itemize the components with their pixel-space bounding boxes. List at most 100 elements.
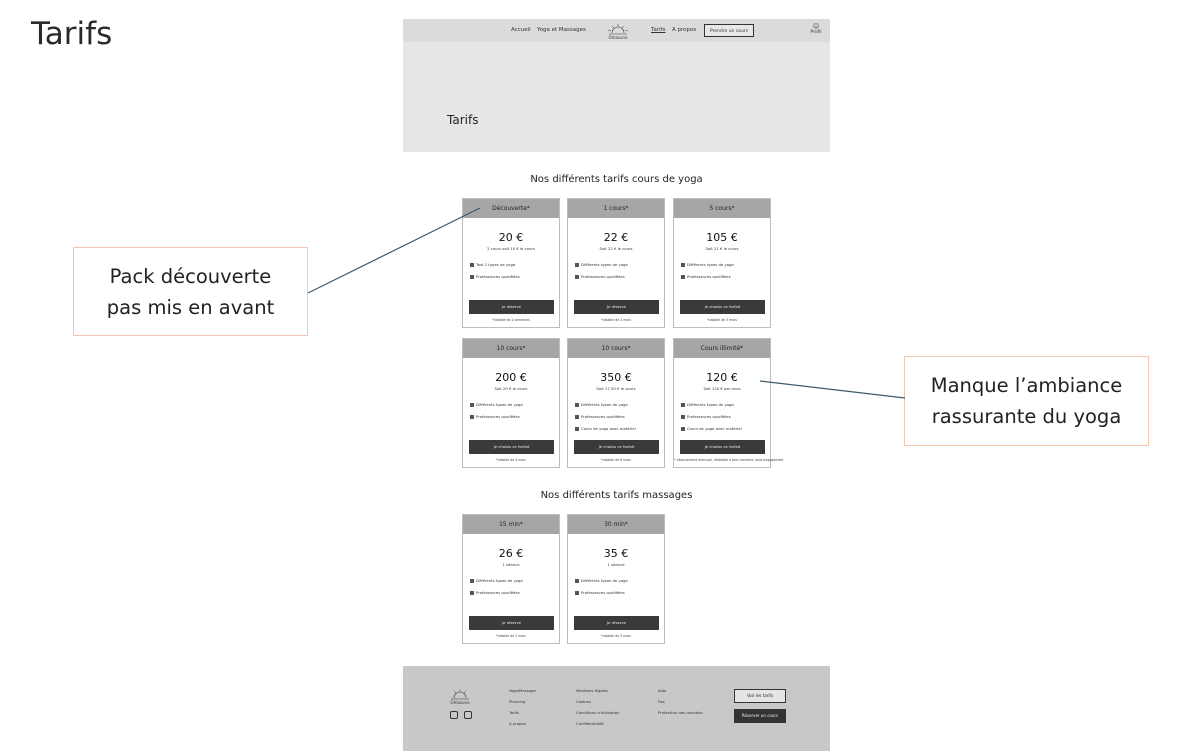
prendre-cours-button[interactable]: Prendre un cours <box>704 24 754 37</box>
card-note: *valable de 3 mois <box>601 634 631 638</box>
card-price-detail: 1 séance <box>502 562 520 567</box>
card-feature: Différents types de yoga <box>681 262 734 267</box>
yoga-section-title: Nos différents tarifs cours de yoga <box>530 174 703 185</box>
nav-link-tarifs[interactable]: Tarifs <box>651 27 666 33</box>
footer-link[interactable]: Confidentialité <box>576 721 604 726</box>
card-feature-label: Professeures qualifiées <box>476 414 520 419</box>
card-cta-button[interactable]: Je choisis ce forfait <box>574 440 659 454</box>
card-feature-label: Professeures qualifiées <box>581 590 625 595</box>
bullet-square-icon <box>681 427 685 431</box>
callout-line: Pack découverte <box>109 264 272 288</box>
card-feature: Professeures qualifiées <box>575 414 625 419</box>
footer-link[interactable]: Faq <box>658 699 665 704</box>
callout-ambiance: Manque l’ambiance rassurante du yoga <box>904 356 1149 446</box>
card-feature: Professeures qualifiées <box>681 414 731 419</box>
card-cta-button[interactable]: Je réserve <box>574 300 659 314</box>
bullet-square-icon <box>470 263 474 267</box>
card-price-detail: Soit 17,50 € le cours <box>596 386 636 391</box>
card-price: 120 € <box>706 371 738 384</box>
bullet-square-icon <box>575 427 579 431</box>
footer: Omasuno Yoga/Massage Planning Tarifs A p… <box>403 666 830 751</box>
card-price-detail: Soit 21 € le cours <box>705 246 739 251</box>
bullet-square-icon <box>575 263 579 267</box>
footer-logo[interactable]: Omasuno <box>447 688 473 706</box>
card-feature-label: Professeures qualifiées <box>687 274 731 279</box>
bullet-square-icon <box>470 403 474 407</box>
card-header: 15 min* <box>463 515 559 534</box>
card-price: 26 € <box>498 547 524 560</box>
card-note: *valable de 2 semaines <box>492 318 530 322</box>
logo-text: Omasuno <box>608 35 628 40</box>
bullet-square-icon <box>470 415 474 419</box>
callout-line: Manque l’ambiance <box>930 374 1123 397</box>
footer-link[interactable]: Conditions d'utilisation <box>576 710 620 715</box>
card-cta-button[interactable]: Je réserve <box>469 300 554 314</box>
card-feature: Différents types de yoga <box>681 402 734 407</box>
footer-link[interactable]: Aide <box>658 688 667 693</box>
footer-link[interactable]: Planning <box>509 699 526 704</box>
card-cta-button[interactable]: Je réserve <box>469 616 554 630</box>
card-feature-label: Professeures qualifiées <box>581 414 625 419</box>
footer-link[interactable]: Tarifs <box>509 710 519 715</box>
card-feature-label: Différents types de yoga <box>687 402 734 407</box>
voir-tarifs-button[interactable]: Voir les tarifs <box>734 689 786 703</box>
footer-link[interactable]: Yoga/Massage <box>509 688 536 693</box>
nav-link-apropos[interactable]: A propos <box>672 27 697 33</box>
facebook-icon[interactable] <box>464 711 472 719</box>
footer-link[interactable]: Mentions légales <box>576 688 608 693</box>
card-price: 22 € <box>603 231 629 244</box>
nav-link-yoga-massages[interactable]: Yoga et Massages <box>537 27 586 33</box>
slide-title: Tarifs <box>31 16 113 52</box>
card-feature-label: Professeures qualifiées <box>687 414 731 419</box>
card-feature: Cours de yoga avec matériel <box>681 426 742 431</box>
bullet-square-icon <box>470 275 474 279</box>
card-feature-label: Différents types de yoga <box>581 578 628 583</box>
card-feature-label: Différents types de yoga <box>581 402 628 407</box>
footer-link[interactable]: Cookies <box>576 699 591 704</box>
card-feature: Professeures qualifiées <box>470 274 520 279</box>
callout-decouverte: Pack découverte pas mis en avant <box>73 247 308 336</box>
card-note: *valable de 4 mois <box>496 458 526 462</box>
hero-banner: Tarifs <box>403 42 830 152</box>
footer-link[interactable]: A propos <box>509 721 526 726</box>
card-price-detail: 1 séance <box>607 562 625 567</box>
card-cta-button[interactable]: Je choisis ce forfait <box>680 440 765 454</box>
card-price-detail: Soit 120 € par mois <box>703 386 741 391</box>
card-feature-label: Professeures qualifiées <box>581 274 625 279</box>
card-feature-label: Cours de yoga avec matériel <box>687 426 742 431</box>
profile-link[interactable]: ☺ Profil <box>808 23 824 35</box>
user-icon: ☺ <box>812 23 820 30</box>
footer-logo-text: Omasuno <box>450 700 470 705</box>
card-note: *valable de 6 mois <box>601 458 631 462</box>
card-note: *valable de 2 mois <box>496 634 526 638</box>
callout-line: rassurante du yoga <box>931 405 1122 428</box>
card-feature-label: Test 2 types de yoga <box>476 262 516 267</box>
card-feature: Cours de yoga avec matériel <box>575 426 636 431</box>
bullet-square-icon <box>681 275 685 279</box>
card-cta-button[interactable]: Je choisis ce forfait <box>469 440 554 454</box>
card-feature: Différents types de yoga <box>575 402 628 407</box>
massage-section-title: Nos différents tarifs massages <box>540 490 693 501</box>
card-price-detail: Soit 22 € le cours <box>599 246 633 251</box>
card-header: 10 cours* <box>568 339 664 358</box>
logo[interactable]: Omasuno <box>605 23 631 40</box>
reserver-cours-button[interactable]: Réserver un cours <box>734 709 786 723</box>
card-cta-button[interactable]: Je réserve <box>574 616 659 630</box>
card-cta-button[interactable]: Je choisis ce forfait <box>680 300 765 314</box>
card-feature: Professeures qualifiées <box>575 590 625 595</box>
card-feature: Test 2 types de yoga <box>470 262 515 267</box>
card-feature: Différents types de yoga <box>470 402 523 407</box>
bullet-square-icon <box>681 263 685 267</box>
card-price-detail: 2 cours soit 10 € le cours <box>487 246 535 251</box>
bullet-square-icon <box>681 415 685 419</box>
instagram-icon[interactable] <box>450 711 458 719</box>
bullet-square-icon <box>575 403 579 407</box>
nav-link-accueil[interactable]: Accueil <box>511 27 531 33</box>
card-header: 1 cours* <box>568 199 664 218</box>
footer-link[interactable]: Protection des données <box>658 710 703 715</box>
card-feature: Différents types de yoga <box>575 262 628 267</box>
website-mockup: Accueil Yoga et Massages Omasuno Tarifs … <box>403 19 830 751</box>
